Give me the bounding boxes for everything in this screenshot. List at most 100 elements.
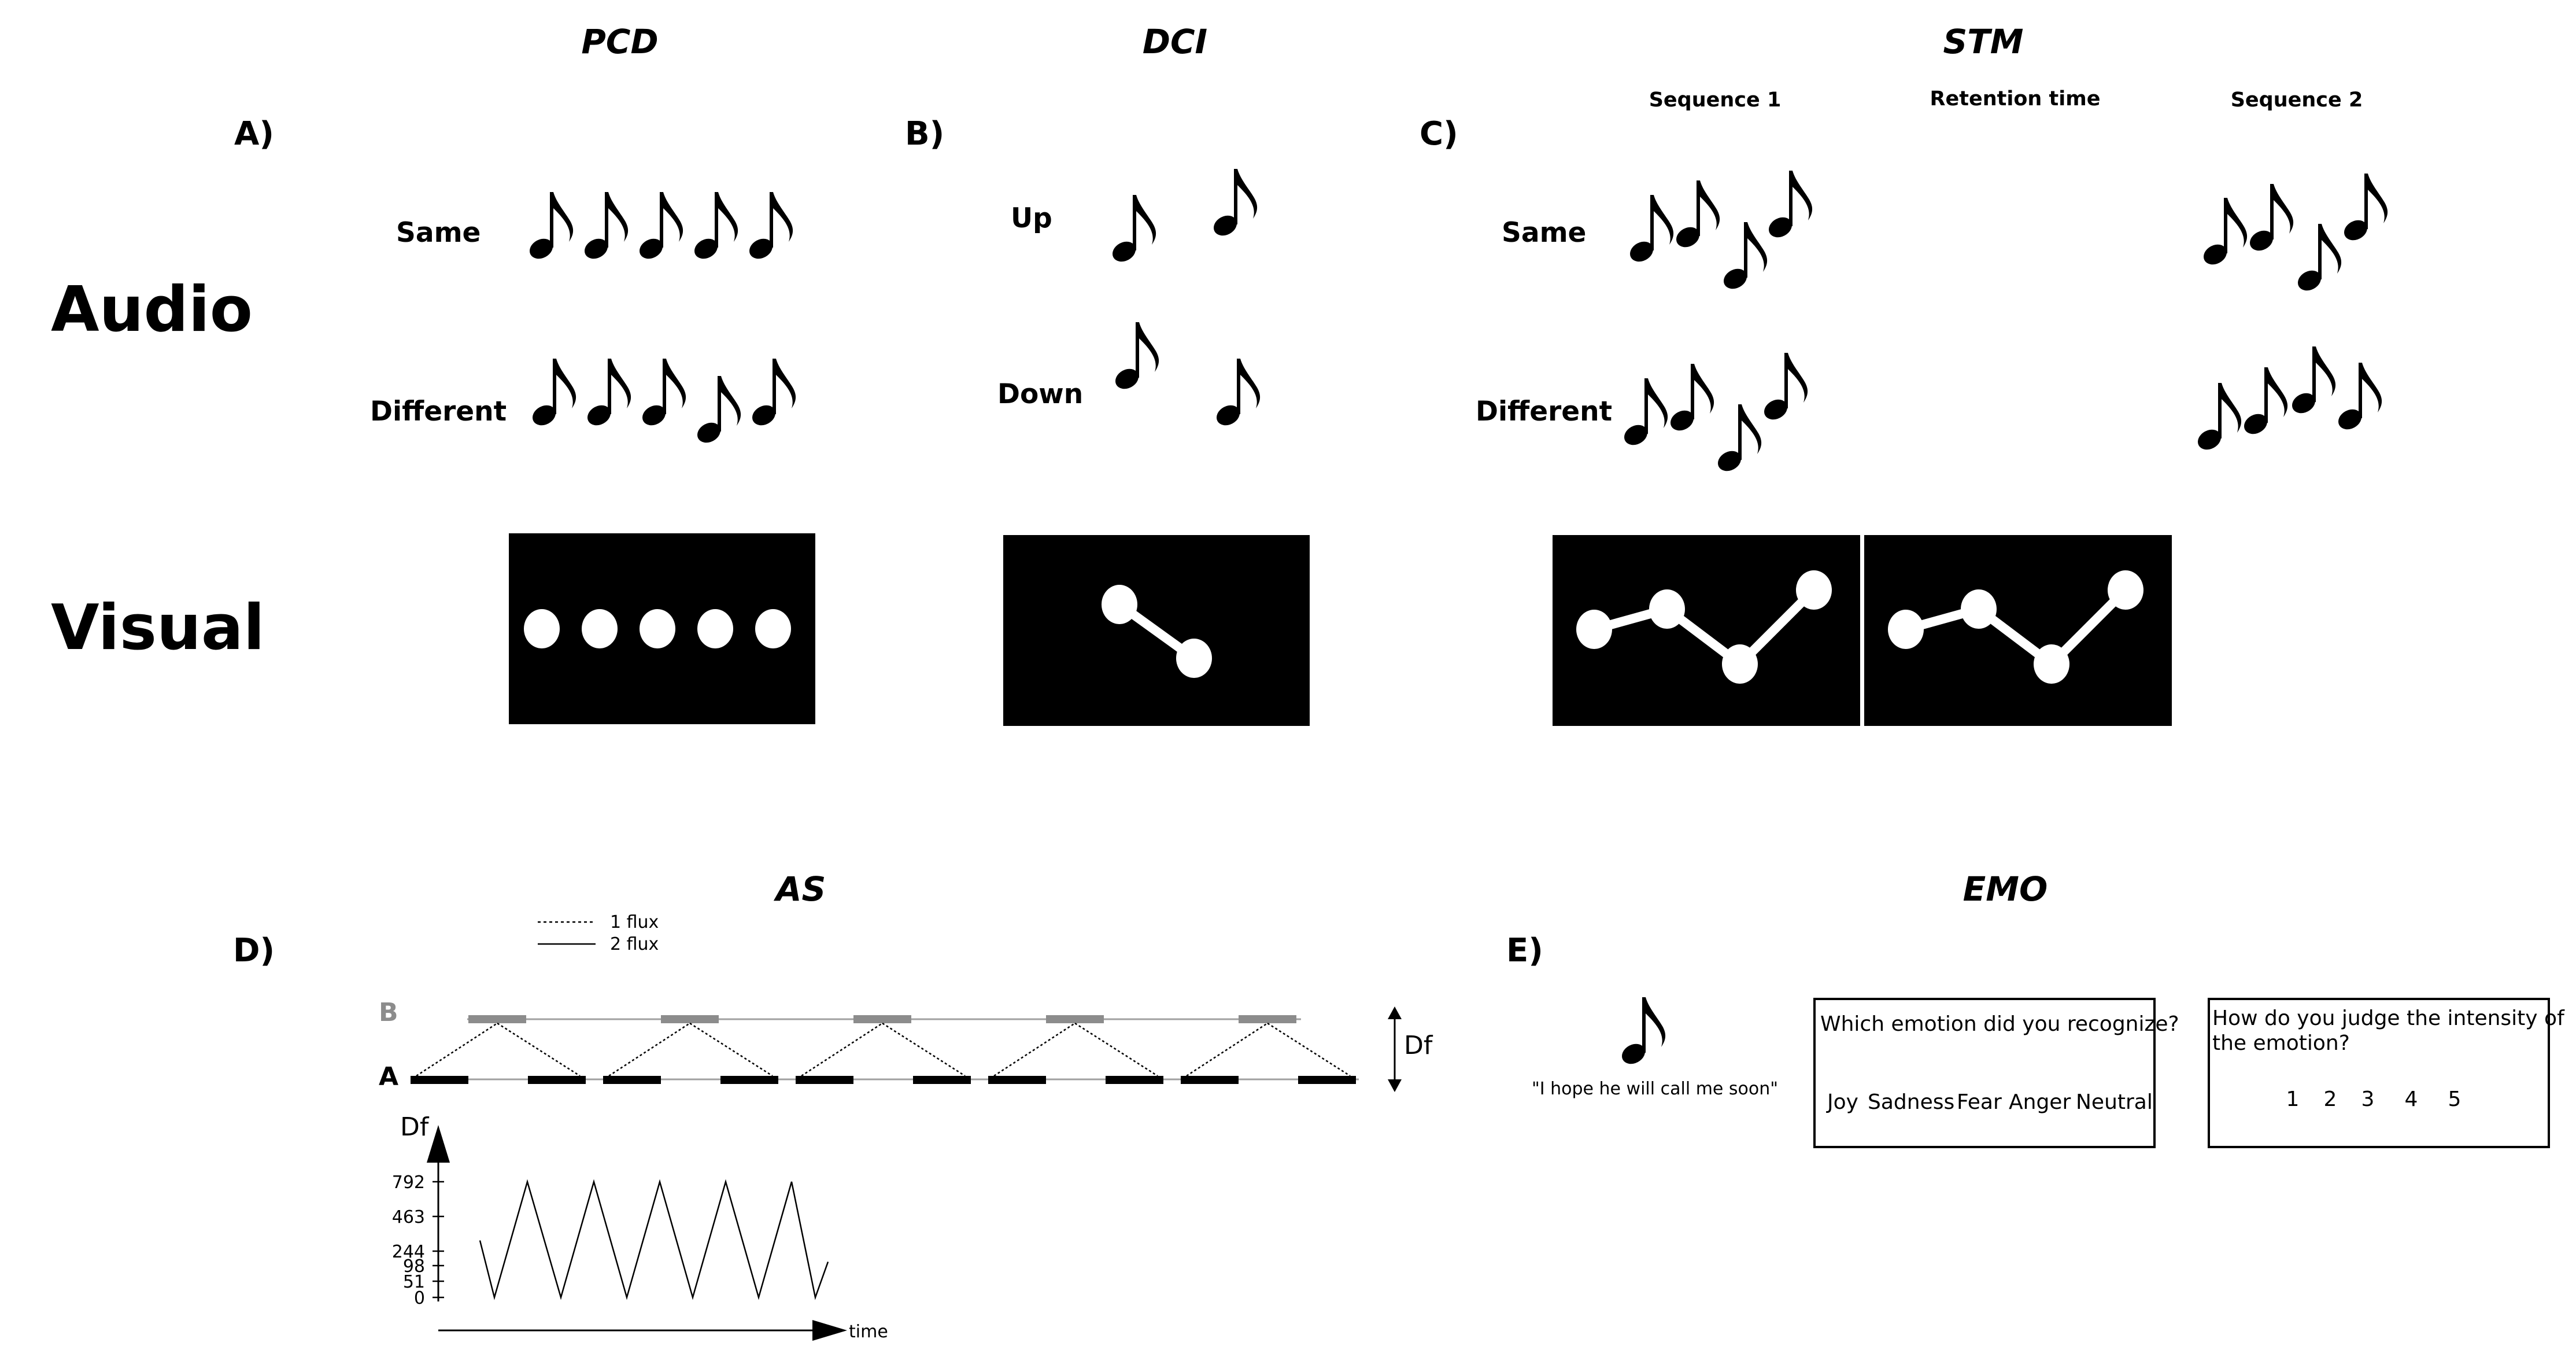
dci-up-label: Up <box>1011 202 1052 234</box>
emo-quote: "I hope he will call me soon" <box>1532 1079 1778 1099</box>
tone-b-label: B <box>379 998 398 1027</box>
pcd-same-notes <box>526 192 793 263</box>
tone-a-label: A <box>379 1062 398 1092</box>
dot <box>755 609 791 648</box>
dci-down-notes <box>1111 322 1261 429</box>
dot <box>1176 639 1212 678</box>
scale-5[interactable]: 5 <box>2448 1087 2462 1111</box>
pcd-visual-panel <box>509 533 815 724</box>
legend-2-flux: 2 flux <box>610 934 659 954</box>
option-anger[interactable]: Anger <box>2009 1090 2071 1114</box>
option-sadness[interactable]: Sadness <box>1868 1090 1954 1114</box>
flux-line <box>1074 1022 1158 1077</box>
scale-1[interactable]: 1 <box>2286 1087 2300 1111</box>
music-note-icon <box>1720 222 1768 293</box>
stm-same-label: Same <box>1502 217 1586 249</box>
dot <box>640 609 675 648</box>
df-series-line <box>479 1179 829 1300</box>
dot <box>1649 589 1685 629</box>
flux-line <box>801 1022 883 1077</box>
pcd-different-notes <box>528 359 796 447</box>
music-note-icon <box>635 192 683 263</box>
emo-title: EMO <box>1963 869 2048 909</box>
music-note-icon <box>638 359 686 429</box>
stm-same-seq2-notes <box>2200 174 2388 294</box>
music-note-icon <box>1666 364 1714 434</box>
tone-a <box>988 1076 1046 1084</box>
tone-a <box>913 1076 971 1084</box>
x-axis-arrow <box>812 1320 847 1341</box>
music-note-icon <box>526 192 574 263</box>
music-note-icon <box>2194 383 2242 453</box>
tone-a <box>1181 1076 1239 1084</box>
stm-visual-panel-2 <box>1864 535 2172 726</box>
tone-a <box>411 1076 468 1084</box>
option-joy[interactable]: Joy <box>1826 1090 1858 1114</box>
music-note-icon <box>1765 171 1813 241</box>
tone-a <box>528 1076 586 1084</box>
music-note-icon <box>1111 322 1159 393</box>
stm-sequence1-label: Sequence 1 <box>1649 89 1782 112</box>
music-note-icon <box>2294 224 2342 294</box>
stm-same-seq1-notes <box>1626 171 1813 293</box>
pcd-different-label: Different <box>370 396 507 427</box>
tone-a <box>1106 1076 1163 1084</box>
tone-a <box>720 1076 778 1084</box>
option-neutral[interactable]: Neutral <box>2076 1090 2153 1114</box>
music-note-icon <box>2200 198 2248 268</box>
flux-line <box>608 1022 690 1077</box>
intensity-question-line1: How do you judge the intensity of <box>2212 1006 2565 1030</box>
flux-line <box>1267 1022 1351 1077</box>
as-stream-diagram: B A Df <box>379 998 1433 1092</box>
flux-line <box>882 1022 966 1077</box>
stm-sequence2-label: Sequence 2 <box>2231 89 2363 112</box>
music-note-icon <box>2334 363 2382 433</box>
music-note-icon <box>1672 180 1720 251</box>
panel-e-label: E) <box>1506 932 1543 969</box>
dot <box>697 609 733 648</box>
music-note-icon <box>581 192 629 263</box>
music-note-icon <box>2240 367 2288 438</box>
scale-3[interactable]: 3 <box>2361 1087 2375 1111</box>
dot <box>582 609 618 648</box>
dot <box>1888 610 1924 649</box>
dot <box>1722 644 1758 684</box>
tone-a <box>796 1076 853 1084</box>
emotion-question: Which emotion did you recognize? <box>1820 1012 2179 1036</box>
music-note-icon <box>1108 195 1156 266</box>
music-note-icon <box>583 359 631 429</box>
pcd-title: PCD <box>581 22 658 61</box>
intensity-question-line2: the emotion? <box>2212 1031 2350 1055</box>
music-note-icon <box>528 359 576 429</box>
music-note-icon <box>693 376 741 447</box>
y-axis-label: Df <box>400 1112 430 1142</box>
y-tick-label: 792 <box>392 1172 425 1193</box>
dci-down-label: Down <box>997 378 1083 410</box>
music-note-icon <box>2340 174 2388 244</box>
scale-2[interactable]: 2 <box>2324 1087 2337 1111</box>
flux-line <box>416 1022 498 1077</box>
music-note-icon <box>745 192 793 263</box>
music-note-icon <box>1618 997 1666 1068</box>
scale-4[interactable]: 4 <box>2405 1087 2418 1111</box>
flux-line <box>497 1022 581 1077</box>
tone-b <box>661 1015 719 1023</box>
stm-visual-panel-1 <box>1553 535 1860 726</box>
dot <box>2108 570 2143 610</box>
option-fear[interactable]: Fear <box>1957 1090 2002 1114</box>
dot <box>2034 644 2069 684</box>
music-note-icon <box>1210 169 1258 239</box>
as-title: AS <box>774 869 826 909</box>
as-legend: 1 flux 2 flux <box>538 912 659 954</box>
music-note-icon <box>1620 378 1668 449</box>
panel-d-label: D) <box>233 932 275 969</box>
tone-b <box>853 1015 911 1023</box>
legend-1-flux: 1 flux <box>610 912 659 932</box>
music-note-icon <box>690 192 738 263</box>
dot <box>1961 589 1997 629</box>
y-tick-label: 244 <box>392 1242 425 1262</box>
music-note-icon <box>1714 404 1762 475</box>
dot <box>1796 570 1832 610</box>
y-tick-label: 98 <box>403 1256 425 1277</box>
